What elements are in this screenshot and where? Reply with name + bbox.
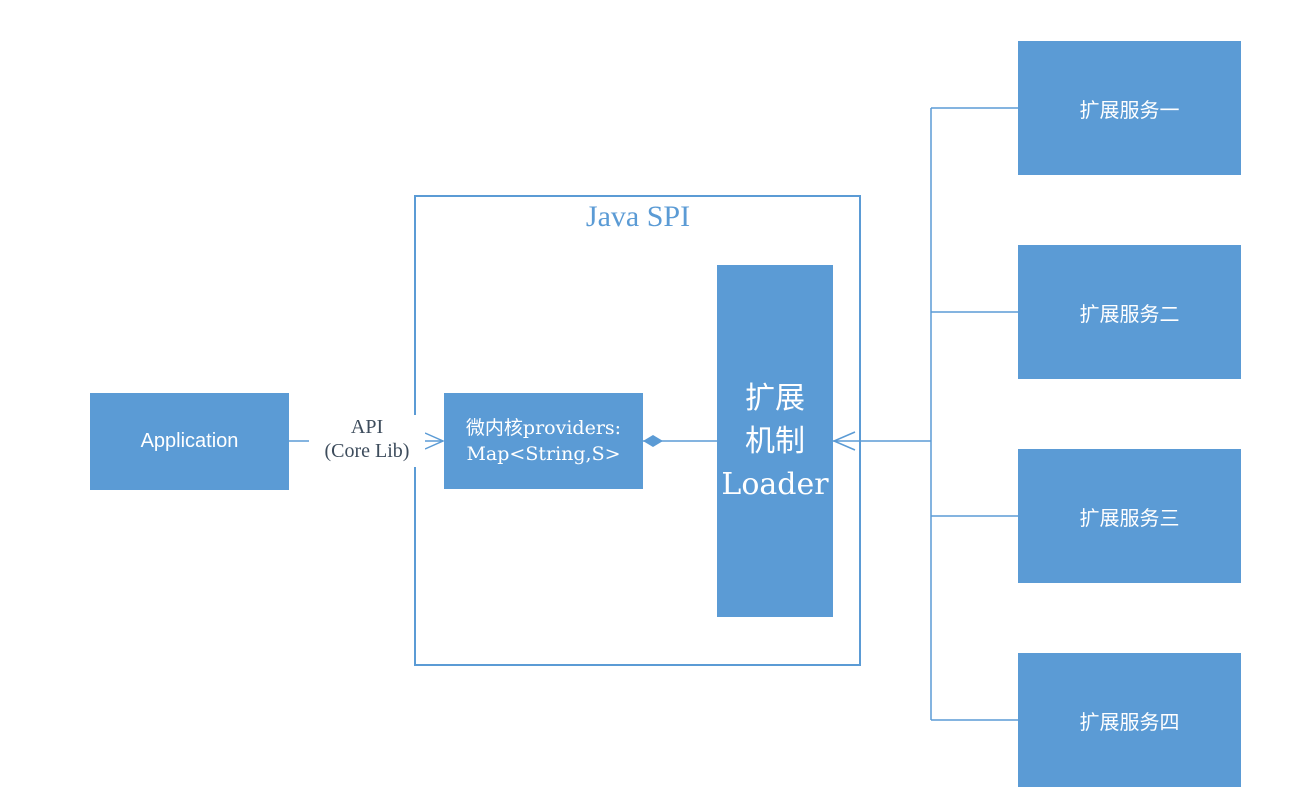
extension-loader-box: 扩展 机制 Loader xyxy=(717,265,833,617)
extension-service-label: 扩展服务一 xyxy=(1079,97,1180,122)
api-arrowhead-icon xyxy=(424,432,445,450)
extension-service-box: 扩展服务四 xyxy=(1018,653,1241,787)
kernel-providers-box: 微内核providers: Map<String,S> xyxy=(444,393,643,489)
extension-service-box: 扩展服务三 xyxy=(1018,449,1241,583)
extension-service-label: 扩展服务三 xyxy=(1079,505,1180,530)
composition-diamond-icon xyxy=(643,435,663,447)
api-label: API (Core Lib) xyxy=(309,415,425,467)
loader-label-line2: 机制 xyxy=(745,423,805,459)
loader-label-line1: 扩展 xyxy=(745,380,805,416)
loader-arrowhead-icon xyxy=(832,431,856,451)
extension-service-label: 扩展服务二 xyxy=(1079,301,1180,326)
loader-label-line3: Loader xyxy=(721,466,829,502)
kernel-label-line1: 微内核providers: xyxy=(465,417,622,439)
extension-service-label: 扩展服务四 xyxy=(1079,709,1180,734)
extension-service-box: 扩展服务二 xyxy=(1018,245,1241,379)
api-label-line2: (Core Lib) xyxy=(324,440,410,462)
extension-service-box: 扩展服务一 xyxy=(1018,41,1241,175)
application-label: Application xyxy=(140,430,239,452)
application-box: Application xyxy=(90,393,289,490)
java-spi-title: Java SPI xyxy=(585,200,691,233)
api-label-line1: API xyxy=(350,416,384,438)
kernel-label-line2: Map<String,S> xyxy=(466,443,621,465)
